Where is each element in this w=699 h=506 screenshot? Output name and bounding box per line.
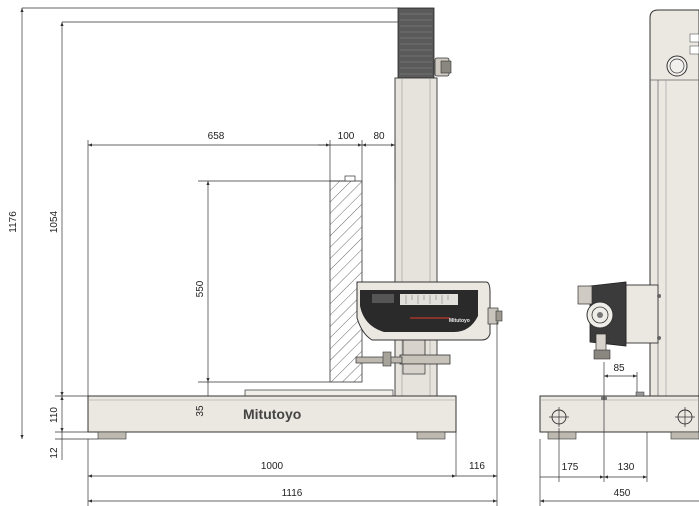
dim-column-height: 1054: [49, 210, 60, 233]
base-brand-logo: Mitutoyo: [243, 406, 301, 422]
dim-stroke: 550: [195, 280, 206, 297]
workpiece-clamp: [344, 175, 356, 182]
dim-table-height: 35: [195, 405, 206, 417]
dim-side-450: 450: [614, 488, 631, 499]
dim-side-85: 85: [613, 363, 625, 374]
side-base-foot-symbol-right: [675, 407, 695, 427]
dim-base-width: 1000: [261, 461, 284, 472]
detector-arm: [355, 335, 451, 375]
side-detector: [577, 281, 661, 360]
detector-brand-label: Mitutoyo: [449, 318, 470, 324]
side-base-foot-symbol-left: [549, 407, 569, 427]
dim-width-100: 100: [338, 131, 355, 142]
dim-side-175: 175: [562, 462, 579, 473]
dim-base-height: 110: [49, 407, 60, 423]
dim-overhang: 116: [469, 461, 485, 472]
front-view: Mitutoyo Mitutoyo: [8, 7, 503, 506]
side-view: 85 175 130 450: [539, 9, 699, 506]
detector-unit: Mitutoyo: [356, 281, 503, 341]
dim-overall-height: 1176: [8, 211, 19, 233]
measuring-table: [244, 389, 394, 397]
dim-foot-height: 12: [49, 447, 60, 459]
dim-side-130: 130: [618, 462, 635, 473]
base: Mitutoyo: [87, 395, 457, 440]
dim-overall-width: 1116: [282, 488, 303, 499]
dim-width-658: 658: [208, 131, 225, 142]
dim-width-80: 80: [373, 131, 385, 142]
side-base: [539, 391, 699, 440]
